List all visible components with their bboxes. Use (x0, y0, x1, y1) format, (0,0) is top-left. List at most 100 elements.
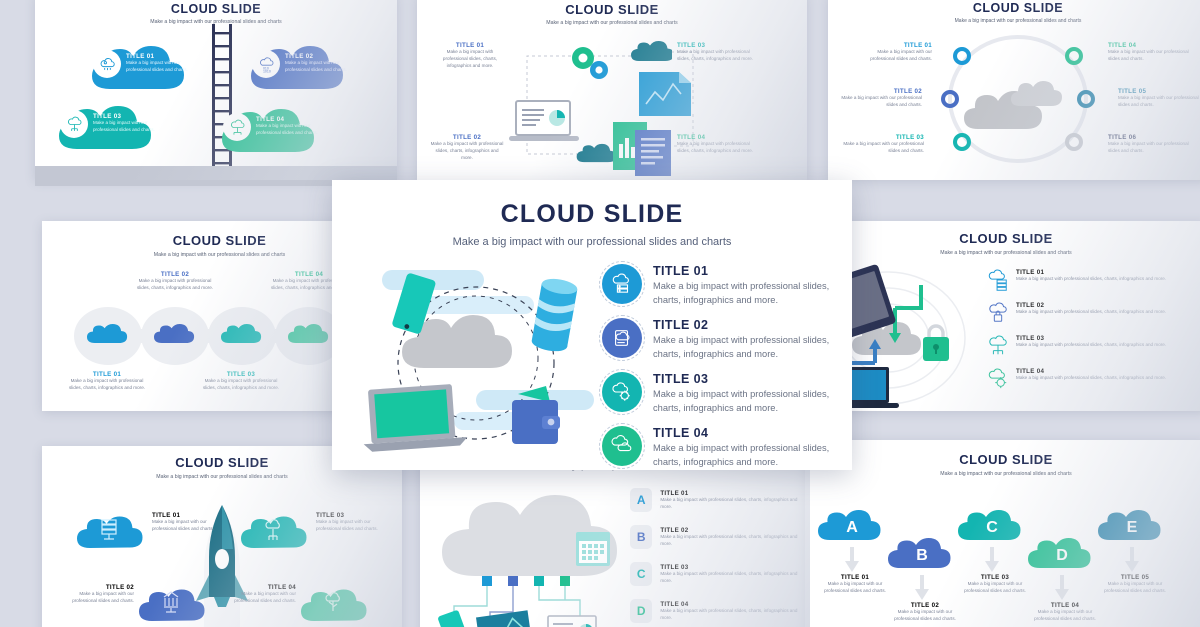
bm-item-02-desc: Make a big impact with professional slid… (660, 533, 798, 546)
cloud-letter-a-icon: A (818, 510, 881, 540)
hero-item-01-title: TITLE 01 (653, 264, 709, 278)
tm-item-04[interactable]: TITLE 04 Make a big impact with professi… (677, 134, 757, 155)
br-item-01[interactable]: A TITLE 01 Make a big impact with our pr… (817, 502, 893, 595)
bm-item-02[interactable]: B TITLE 02 Make a big impact with profes… (630, 525, 800, 549)
svg-text:D: D (1056, 547, 1068, 564)
gears-icon (572, 47, 608, 79)
tm-item-04-desc: Make a big impact with professional slid… (677, 141, 754, 153)
tr-item-05-title: TITLE 05 (1118, 88, 1147, 95)
bl-item-04[interactable]: TITLE 04 Make a big impact with our prof… (234, 584, 296, 605)
svg-text:C: C (986, 519, 998, 536)
hero-item-01-desc: Make a big impact with professional slid… (653, 281, 830, 305)
bl-item-01[interactable]: TITLE 01 Make a big impact with our prof… (152, 512, 214, 533)
slide-bottom-right[interactable]: CLOUD SLIDE Make a big impact with our p… (805, 440, 1200, 627)
tm-item-03[interactable]: TITLE 03 Make a big impact with professi… (677, 42, 755, 63)
hero-subtitle: Make a big impact with our professional … (452, 236, 732, 248)
cloud-sync-icon (611, 434, 632, 451)
bm-item-03-letter: C (630, 562, 653, 586)
bm-item-04-title: TITLE 04 (660, 600, 689, 608)
svg-text:1010: 1010 (262, 69, 270, 73)
ml-item-03-desc: Make a big impact with professional slid… (202, 378, 280, 390)
bm-item-02-letter: B (630, 525, 653, 549)
mr-item-02-title: TITLE 02 (1016, 302, 1045, 309)
hero-slide[interactable]: CLOUD SLIDE Make a big impact with our p… (332, 180, 852, 470)
tr-item-05[interactable]: TITLE 05 Make a big impact with our prof… (1118, 88, 1200, 109)
mr-item-01-title: TITLE 01 (1016, 269, 1045, 276)
tr-item-06-title: TITLE 06 (1108, 134, 1137, 141)
tr-item-04-desc: Make a big impact with our professional … (1108, 49, 1189, 61)
mr-item-03-title: TITLE 03 (1016, 335, 1045, 342)
bm-item-01[interactable]: A TITLE 01 Make a big impact with profes… (630, 488, 800, 512)
hero-item-02-title: TITLE 02 (653, 317, 709, 332)
svg-text:A: A (846, 519, 858, 536)
slide-mr-title: CLOUD SLIDE (959, 231, 1053, 246)
tm-item-01[interactable]: TITLE 01 Make a big impact with professi… (435, 42, 505, 70)
hero-item-04-desc: Make a big impact with professional slid… (653, 442, 830, 467)
cloud-card-03[interactable]: TITLE 03 Make a big impact with our prof… (57, 99, 167, 151)
hero-item-01[interactable]: TITLE 01 Make a big impact with professi… (599, 261, 830, 308)
cloud-network-icon (60, 110, 88, 138)
mr-item-02[interactable]: TITLE 02 Make a big impact with professi… (987, 302, 1200, 324)
tr-item-04[interactable]: TITLE 04 Make a big impact with our prof… (1108, 42, 1190, 63)
tr-item-01-desc: Make a big impact with our professional … (870, 49, 932, 61)
tr-item-01[interactable]: TITLE 01 Make a big impact with our prof… (852, 42, 932, 63)
ml-item-01-desc: Make a big impact with professional slid… (68, 378, 146, 390)
hero-item-03[interactable]: TITLE 03 Make a big impact with professi… (599, 368, 830, 416)
slide-top-left[interactable]: CLOUD SLIDE Make a big impact with our p… (35, 0, 397, 180)
tr-item-03[interactable]: TITLE 03 Make a big impact with our prof… (840, 134, 924, 155)
br-item-01-desc: Make a big impact with our professional … (824, 581, 886, 593)
cloud-card-02-title: TITLE 02 (285, 53, 314, 60)
cloud-database-icon (77, 516, 143, 548)
cloud-card-02-desc: Make a big impact with our professional … (285, 60, 347, 72)
svg-text:E: E (1127, 519, 1138, 536)
hero-item-04[interactable]: TITLE 04 Make a big impact with professi… (599, 422, 830, 470)
ml-item-02[interactable]: TITLE 02 Make a big impact with professi… (134, 271, 216, 292)
cloud-letter-e-icon: E (1098, 510, 1161, 540)
ml-item-03[interactable]: TITLE 03 Make a big impact with professi… (200, 371, 282, 392)
bl-item-01-title: TITLE 01 (152, 512, 181, 519)
bar-chart-document-icon (613, 122, 671, 176)
tr-item-02[interactable]: TITLE 02 Make a big impact with our prof… (834, 88, 922, 109)
cloud-card-04[interactable]: TITLE 04 Make a big impact with our prof… (220, 102, 330, 154)
slide-br-title: CLOUD SLIDE (959, 452, 1053, 467)
mr-item-03[interactable]: TITLE 03 Make a big impact with professi… (987, 335, 1200, 357)
bm-item-02-title: TITLE 02 (660, 526, 689, 534)
bm-item-03[interactable]: C TITLE 03 Make a big impact with profes… (630, 562, 800, 586)
bm-item-01-letter: A (630, 488, 653, 512)
bl-item-02[interactable]: TITLE 02 Make a big impact with our prof… (72, 584, 134, 605)
br-item-05-title: TITLE 05 (1120, 574, 1150, 581)
br-item-03[interactable]: C TITLE 03 Make a big impact with our pr… (957, 502, 1033, 595)
slide-tl-title: CLOUD SLIDE (170, 2, 262, 16)
cloud-card-02[interactable]: 010 1010 TITLE 02 Make a big impact with… (249, 39, 359, 91)
br-item-02[interactable]: B TITLE 02 Make a big impact with our pr… (887, 530, 963, 623)
br-item-04[interactable]: D TITLE 04 Make a big impact with our pr… (1027, 530, 1103, 623)
slide-mr-subtitle: Make a big impact with our professional … (940, 250, 1072, 256)
bm-item-01-desc: Make a big impact with professional slid… (660, 496, 798, 509)
down-arrow-icon (845, 547, 859, 572)
mr-item-01[interactable]: TITLE 01 Make a big impact with professi… (987, 269, 1200, 291)
tr-item-04-title: TITLE 04 (1108, 42, 1137, 49)
bm-item-04[interactable]: D TITLE 04 Make a big impact with profes… (630, 599, 800, 623)
cloud-server-icon (612, 273, 629, 293)
cloud-bank-icon (139, 589, 205, 621)
slide-top-middle[interactable]: CLOUD SLIDE Make a big impact with our p… (417, 0, 807, 180)
cloud-card-04-desc: Make a big impact with our professional … (256, 123, 318, 135)
ml-item-01[interactable]: TITLE 01 Make a big impact with professi… (66, 371, 148, 392)
tm-item-02[interactable]: TITLE 02 Make a big impact with professi… (429, 134, 505, 162)
hero-item-list: TITLE 01 Make a big impact with professi… (594, 258, 830, 480)
hero-item-03-title: TITLE 03 (653, 371, 709, 386)
hero-item-02[interactable]: TITLE 02 Make a big impact with professi… (599, 314, 830, 362)
tr-item-06[interactable]: TITLE 06 Make a big impact with our prof… (1108, 134, 1192, 155)
slide-middle-right[interactable]: CLOUD SLIDE Make a big impact with our p… (805, 221, 1200, 411)
br-item-03-desc: Make a big impact with our professional … (964, 581, 1026, 593)
tm-item-01-desc: Make a big impact with professional slid… (442, 49, 498, 68)
bl-item-03[interactable]: TITLE 03 Make a big impact with our prof… (316, 512, 378, 533)
mr-item-04[interactable]: TITLE 04 Make a big impact with professi… (987, 368, 1200, 390)
cloud-card-01[interactable]: TITLE 01 Make a big impact with our prof… (90, 39, 200, 91)
slide-top-right[interactable]: CLOUD SLIDE Make a big impact with our p… (828, 0, 1200, 180)
br-item-05[interactable]: E TITLE 05 Make a big impact with our pr… (1097, 502, 1173, 595)
slide-br-subtitle: Make a big impact with our professional … (940, 471, 1072, 477)
slide-tm-title: CLOUD SLIDE (565, 2, 659, 17)
mr-item-02-desc: Make a big impact with professional slid… (1016, 309, 1167, 314)
hero-item-03-badge (599, 368, 645, 415)
